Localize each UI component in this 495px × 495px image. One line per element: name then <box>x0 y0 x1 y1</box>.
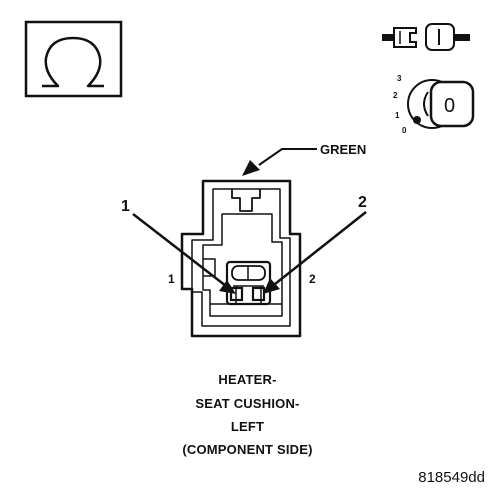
pin-number-1: 1 <box>168 272 175 286</box>
caption-line-2: SEAT CUSHION- <box>195 396 300 411</box>
wire-color-callout <box>242 148 317 176</box>
ignition-position-3: 3 <box>397 74 402 83</box>
terminal-2 <box>251 286 266 302</box>
ignition-key-label: 0 <box>444 95 455 117</box>
caption-line-4: (COMPONENT SIDE) <box>182 442 313 457</box>
callout-number-1: 1 <box>121 198 130 215</box>
ignition-position-0: 0 <box>402 126 407 135</box>
callout-arrow-1 <box>132 213 236 294</box>
callout-arrow-2 <box>263 211 367 294</box>
caption-line-3: LEFT <box>230 419 265 434</box>
connector-body <box>180 179 302 338</box>
ignition-switch-icon: 3 2 1 0 0 <box>393 74 475 135</box>
caption-line-1: HEATER- <box>218 372 277 387</box>
drawing-id: 818549dd <box>418 469 485 486</box>
ohm-symbol-icon <box>24 20 123 98</box>
terminal-1 <box>229 286 244 302</box>
ignition-position-1: 1 <box>395 111 400 120</box>
wire-color-label: GREEN <box>320 142 366 157</box>
connector-unplugged-icon <box>382 23 470 51</box>
ignition-position-2: 2 <box>393 91 398 100</box>
pin-number-2: 2 <box>309 272 316 286</box>
callout-number-2: 2 <box>358 194 367 211</box>
